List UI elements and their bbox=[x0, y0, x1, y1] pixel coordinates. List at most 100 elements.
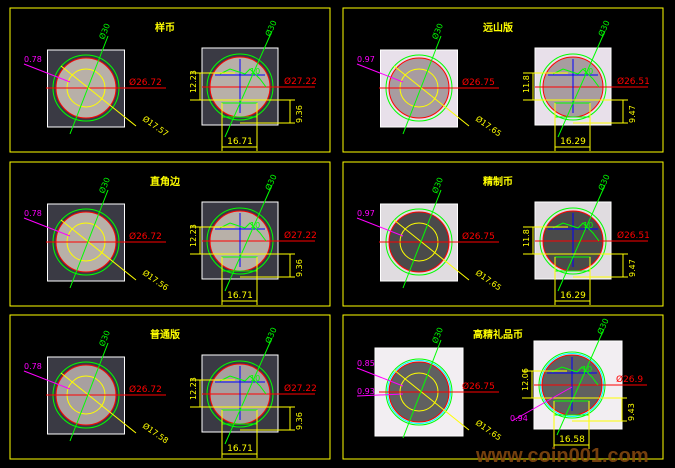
height-label: 11.8 bbox=[522, 229, 531, 247]
width-label: 16.29 bbox=[560, 291, 586, 301]
angle-label-left: Ø30 bbox=[430, 22, 445, 41]
outer-diameter-label-left: Ø26.75 bbox=[462, 231, 495, 242]
height-label: 11.8 bbox=[522, 75, 531, 93]
inner-diameter-label: Ø17.57 bbox=[141, 113, 171, 138]
angle-label-left: Ø30 bbox=[97, 22, 112, 41]
width-label: 16.58 bbox=[559, 435, 585, 445]
relief-outline bbox=[219, 68, 267, 88]
fine-label: 10 bbox=[582, 365, 592, 374]
fine-label: 10 bbox=[250, 221, 260, 230]
offset-label-left: 0.85 bbox=[357, 359, 375, 368]
relief-outline bbox=[219, 222, 267, 242]
inner-diameter-label: Ø17.58 bbox=[141, 420, 171, 445]
height-label: 12.23 bbox=[189, 70, 198, 93]
offset-leader-left bbox=[23, 370, 71, 390]
panel-frame bbox=[9, 161, 331, 307]
inner-diameter-leader bbox=[393, 369, 470, 431]
panel-frame bbox=[342, 314, 664, 460]
lower-label: 9.36 bbox=[295, 105, 304, 123]
outer-diameter-label-left: Ø26.75 bbox=[462, 381, 495, 392]
offset-label-left: 0.78 bbox=[24, 55, 42, 64]
panel-frame bbox=[9, 7, 331, 153]
outer-diameter-label-left: Ø26.72 bbox=[129, 231, 162, 242]
fine-label: 10 bbox=[583, 221, 593, 230]
inner-diameter-label: Ø17.65 bbox=[474, 417, 504, 442]
relief-outline bbox=[219, 375, 267, 395]
angle-line-right bbox=[224, 184, 273, 292]
angle-label-right: Ø30 bbox=[596, 19, 612, 38]
relief-outline bbox=[552, 68, 600, 88]
panel-title: 精制币 bbox=[483, 175, 513, 188]
angle-line-left bbox=[69, 189, 109, 289]
fine-label: 10 bbox=[583, 67, 593, 76]
offset-label-left: 0.93 bbox=[357, 387, 375, 396]
width-label: 16.71 bbox=[227, 137, 253, 147]
panel-title: 远山版 bbox=[483, 21, 513, 34]
offset-leader-left bbox=[23, 63, 71, 83]
offset-label-right: 0.94 bbox=[510, 414, 528, 423]
outer-diameter-label-left: Ø26.72 bbox=[129, 384, 162, 395]
inner-diameter-leader bbox=[393, 219, 470, 281]
inner-diameter-leader bbox=[60, 372, 137, 434]
angle-line-left bbox=[69, 342, 109, 442]
angle-line-right bbox=[556, 328, 605, 436]
panel-title: 高精礼品币 bbox=[473, 328, 523, 341]
panel-frame bbox=[342, 161, 664, 307]
panel-title: 普通版 bbox=[150, 328, 180, 341]
panel-frame bbox=[9, 314, 331, 460]
outer-diameter-label-right: Ø27.22 bbox=[284, 383, 317, 394]
angle-label-left: Ø30 bbox=[430, 326, 445, 345]
inner-diameter-label: Ø17.65 bbox=[474, 113, 504, 138]
inner-diameter-leader bbox=[60, 65, 137, 127]
offset-label-left: 0.78 bbox=[24, 362, 42, 371]
offset-leader-left bbox=[23, 217, 71, 237]
inner-diameter-leader bbox=[393, 65, 470, 127]
offset-label-left: 0.97 bbox=[357, 55, 375, 64]
angle-line-left bbox=[402, 339, 442, 439]
offset-label-left: 0.97 bbox=[357, 209, 375, 218]
relief-outline bbox=[551, 366, 599, 386]
height-label: 12.06 bbox=[521, 368, 530, 391]
angle-label-left: Ø30 bbox=[97, 329, 112, 348]
angle-line-right bbox=[557, 30, 606, 138]
fine-label: 10 bbox=[250, 67, 260, 76]
fine-label: 10 bbox=[250, 374, 260, 383]
watermark: www.coin001.com bbox=[476, 445, 649, 467]
outer-diameter-label-left: Ø26.75 bbox=[462, 77, 495, 88]
angle-line-right bbox=[557, 184, 606, 292]
lower-label: 9.47 bbox=[628, 105, 637, 123]
angle-label-right: Ø30 bbox=[263, 326, 279, 345]
panel-title: 样币 bbox=[155, 21, 175, 34]
lower-label: 9.36 bbox=[295, 259, 304, 277]
drawing-panel[interactable]: 样币Ø26.72Ø17.57Ø300.78Ø27.2210Ø3012.239.3… bbox=[9, 7, 331, 153]
lower-label: 9.47 bbox=[628, 259, 637, 277]
angle-label-left: Ø30 bbox=[430, 176, 445, 195]
height-label: 12.23 bbox=[189, 377, 198, 400]
offset-leader-left bbox=[356, 367, 404, 387]
offset-label-left: 0.78 bbox=[24, 209, 42, 218]
outer-diameter-label-right: Ø26.51 bbox=[617, 230, 650, 241]
angle-line-left bbox=[69, 35, 109, 135]
angle-label-right: Ø30 bbox=[263, 19, 279, 38]
angle-line-left bbox=[402, 35, 442, 135]
panel-frame bbox=[342, 7, 664, 153]
offset-leader-right bbox=[511, 386, 573, 422]
angle-line-right bbox=[224, 337, 273, 445]
inner-diameter-leader bbox=[60, 219, 137, 281]
inner-diameter-label: Ø17.65 bbox=[474, 267, 504, 292]
width-label: 16.71 bbox=[227, 444, 253, 454]
lower-label: 9.36 bbox=[295, 412, 304, 430]
angle-label-right: Ø30 bbox=[596, 173, 612, 192]
drawing-panel[interactable]: 直角边Ø26.72Ø17.56Ø300.78Ø27.2210Ø3012.239.… bbox=[9, 161, 331, 307]
offset-leader-left bbox=[356, 393, 404, 397]
outer-diameter-label-right: Ø26.9 bbox=[616, 374, 643, 385]
angle-line-left bbox=[402, 189, 442, 289]
angle-label-right: Ø30 bbox=[595, 317, 611, 336]
outer-diameter-label-right: Ø26.51 bbox=[617, 76, 650, 87]
angle-label-left: Ø30 bbox=[97, 176, 112, 195]
